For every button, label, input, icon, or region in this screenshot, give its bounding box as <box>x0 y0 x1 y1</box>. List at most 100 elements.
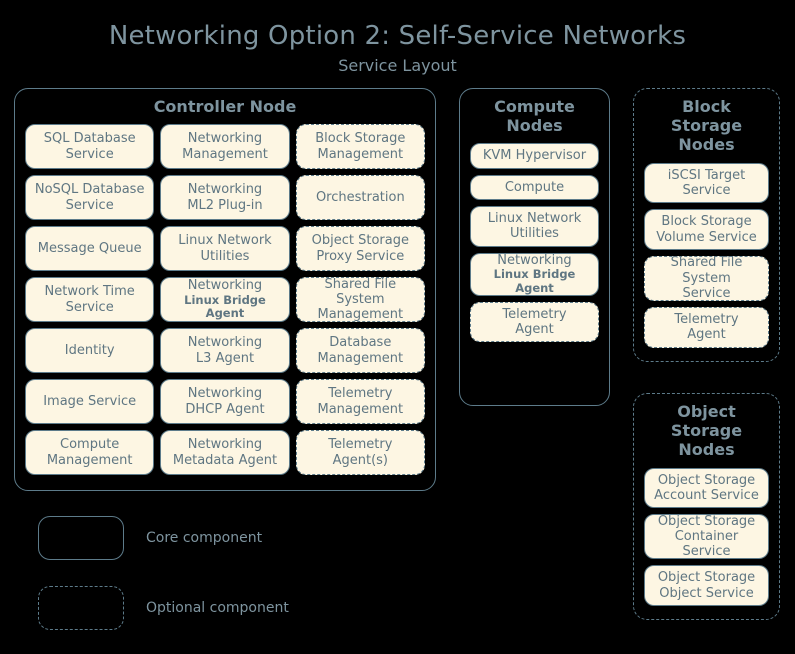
service-label-line2: Agent <box>515 322 554 338</box>
legend-row-optional: Optional component <box>38 584 289 632</box>
service-label-line1: Telemetry <box>502 306 567 322</box>
group-title-compute-nodes: Compute Nodes <box>494 97 575 136</box>
service-label-line1: iSCSI Target <box>667 167 746 183</box>
service-label-line1: Block Storage <box>661 214 752 230</box>
service-label-line2: Management <box>317 307 404 323</box>
service-label-line1: Database <box>329 335 392 351</box>
service-box: Compute <box>470 174 599 201</box>
service-label-line1: Networking <box>187 437 263 453</box>
service-label-line2: Service <box>65 146 114 162</box>
legend-label-optional: Optional component <box>146 600 289 616</box>
service-box: Image Service <box>25 379 155 425</box>
service-label-line2: Service <box>682 286 731 302</box>
service-label-line1: Block Storage <box>315 131 406 147</box>
service-label-line2: Management <box>182 146 268 162</box>
legend-label-core: Core component <box>146 530 263 546</box>
title-block: Networking Option 2: Self-Service Networ… <box>0 0 795 74</box>
service-label-line1: Object Storage <box>657 472 756 488</box>
service-label-line1: Network Time <box>44 284 135 300</box>
service-label-line2: Management <box>317 146 404 162</box>
service-label-line2: Utilities <box>510 226 559 242</box>
service-label-line2: Object Service <box>659 585 754 601</box>
service-box: Message Queue <box>25 226 155 272</box>
group-title-controller-node: Controller Node <box>153 97 297 116</box>
service-label-line2: DHCP Agent <box>185 401 265 417</box>
service-label-line1: Object Storage <box>311 233 409 249</box>
service-label-line1: Linux Network <box>487 211 582 227</box>
service-label-line2: Service <box>65 299 114 315</box>
legend-swatch-core <box>38 516 124 560</box>
service-label-line1: Shared File System <box>670 255 743 286</box>
service-label-line1: Telemetry <box>674 311 739 327</box>
service-label-line1: Networking <box>187 335 263 351</box>
service-label-line1: Object Storage <box>657 570 756 586</box>
service-label-line2: Management <box>317 401 404 417</box>
group-title-object-storage-nodes: Object Storage Nodes <box>670 402 743 460</box>
service-label-line2: Linux Bridge Agent <box>493 267 576 295</box>
service-label-line1: Compute <box>60 437 120 453</box>
service-label-line1: Networking <box>187 386 263 402</box>
service-label-line2: Management <box>46 452 133 468</box>
service-label-line1: Message Queue <box>37 241 142 257</box>
service-label-line2: L3 Agent <box>195 350 255 366</box>
service-label-line1: SQL Database <box>43 131 136 147</box>
service-box: KVM Hypervisor <box>470 143 599 169</box>
group-title-block-storage-nodes: Block Storage Nodes <box>670 97 743 155</box>
service-label-line2: Account Service <box>654 487 759 503</box>
service-label-line2: Proxy Service <box>316 248 405 264</box>
service-box: Orchestration <box>295 175 425 221</box>
service-label-line1: Object Storage <box>657 513 756 529</box>
legend-row-core: Core component <box>38 514 289 562</box>
service-label-line2: Utilities <box>200 248 250 264</box>
service-label-line2: Service <box>65 197 114 213</box>
service-label-line1: Identity <box>64 343 115 359</box>
service-label-line1: Networking <box>497 252 572 268</box>
service-label-line2: Agent(s) <box>332 452 389 468</box>
service-label-line1: Networking <box>187 182 263 198</box>
service-label-line2: Service <box>682 182 731 198</box>
service-label-line1: Compute <box>504 179 565 195</box>
service-label-line1: NoSQL Database <box>34 182 145 198</box>
service-label-line1: Shared File System <box>324 276 397 308</box>
service-label-line1: KVM Hypervisor <box>482 148 587 164</box>
page-title: Networking Option 2: Self-Service Networ… <box>108 21 687 51</box>
legend-swatch-optional <box>38 586 124 630</box>
legend: Core component Optional component <box>38 514 289 654</box>
service-label-line2: Volume Service <box>656 229 757 245</box>
